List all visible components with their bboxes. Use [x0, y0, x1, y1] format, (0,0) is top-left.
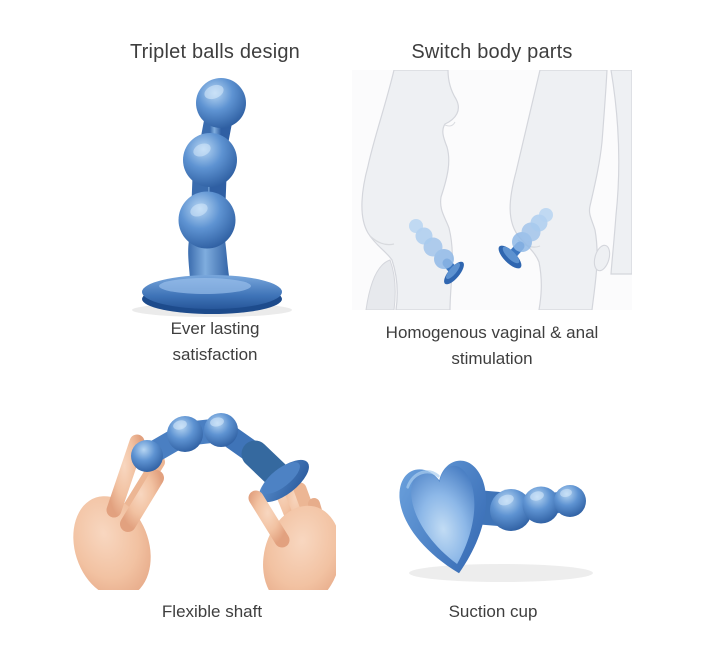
male-arm-silhouette: [610, 70, 632, 275]
panel-title-switch-body-parts: Switch body parts: [411, 41, 573, 63]
heart-suction-cup: [399, 460, 486, 574]
base-highlight: [159, 278, 251, 294]
ball-highlight: [530, 491, 544, 501]
middle-ball: [183, 133, 237, 187]
caption-line: Flexible shaft: [161, 602, 263, 621]
floor-shadow: [409, 564, 593, 582]
ball-highlight: [498, 494, 514, 506]
caption-line: Suction cup: [448, 602, 538, 621]
caption-line: Ever lasting: [170, 319, 260, 338]
plug-vaginal-insertion: [409, 219, 464, 285]
bottom-ball: [178, 191, 236, 249]
caption-switch-body-parts: Homogenous vaginal & anal stimulation: [342, 320, 642, 372]
male-body-silhouette: [509, 70, 608, 310]
panel-title-triplet-balls: Triplet balls design: [129, 41, 300, 63]
caption-triplet-balls: Ever lasting satisfaction: [65, 316, 365, 368]
female-gluteal-crease: [369, 235, 395, 246]
caption-flexible-shaft: Flexible shaft: [62, 599, 362, 625]
ball-highlight: [560, 488, 572, 498]
ball-highlight: [190, 203, 208, 217]
ball-highlight: [193, 143, 211, 157]
hands-bending-plug-illustration: [73, 413, 336, 590]
rim-highlight: [406, 470, 440, 489]
right-thumb: [248, 490, 290, 548]
plug-anal-insertion: [498, 208, 553, 269]
caption-suction-cup: Suction cup: [343, 599, 643, 625]
plug-suction-cup-illustration: [399, 460, 593, 582]
female-breast-crease: [444, 121, 456, 127]
bent-plug: [131, 413, 309, 503]
plug-base-rim-inner: [262, 462, 300, 494]
suction-cup-bowl: [411, 465, 475, 565]
plug-shaft-on-side: [458, 485, 586, 531]
ball-highlight: [173, 420, 187, 430]
ball-highlight: [210, 417, 224, 427]
plug-tip-ball: [131, 440, 163, 472]
male-genitals: [593, 244, 611, 272]
two-body-silhouettes-illustration: [352, 70, 632, 310]
ball-highlight: [204, 84, 224, 100]
caption-line: stimulation: [451, 349, 533, 368]
caption-line: satisfaction: [172, 345, 258, 364]
left-thumb: [120, 470, 164, 532]
beaded-plug-product-illustration: [132, 78, 292, 317]
female-back-leg: [365, 259, 396, 310]
caption-line: Homogenous vaginal & anal: [385, 323, 599, 342]
top-ball: [196, 78, 246, 128]
